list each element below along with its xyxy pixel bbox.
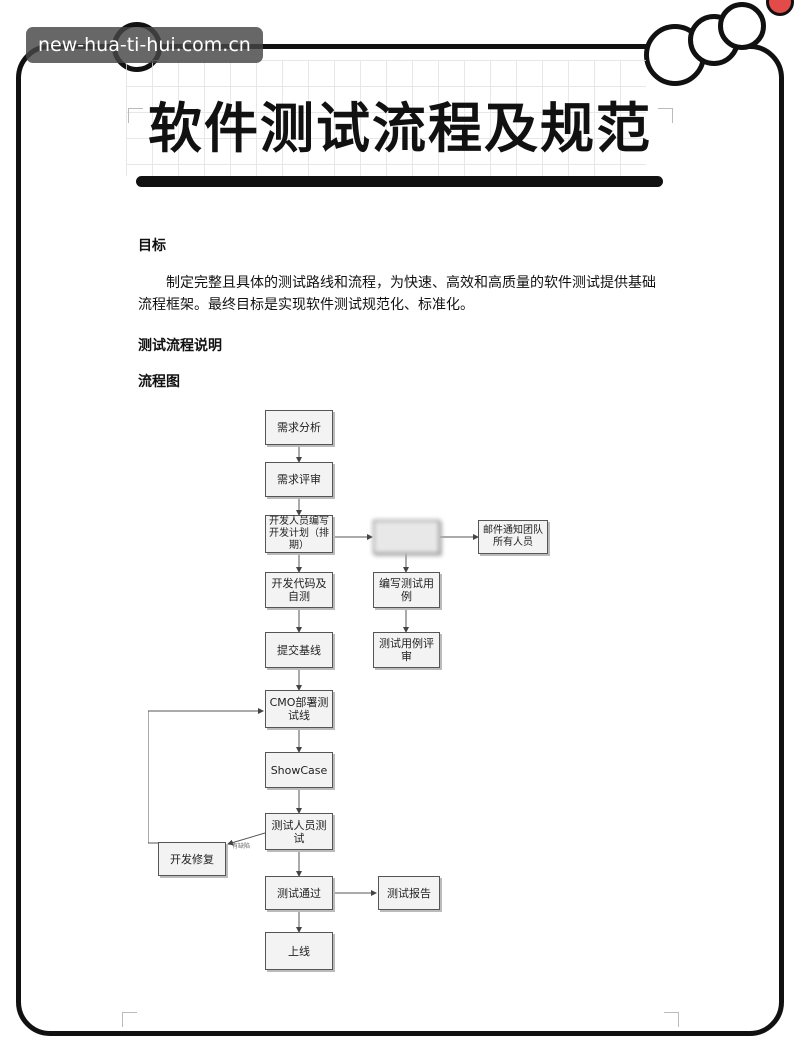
flowchart: 需求分析 需求评审 开发人员编写开发计划（排期） 开发代码及自测 提交基线 CM… [148,400,548,1000]
goal-heading: 目标 [138,238,166,254]
flow-box-email-notify: 邮件通知团队所有人员 [478,520,548,554]
decoration-circle-right-3 [718,2,766,50]
flow-box-write-test-cases: 编写测试用例 [373,572,440,608]
flow-box-requirement-analysis: 需求分析 [265,410,333,445]
flowchart-connectors [148,445,478,933]
flow-box-showcase: ShowCase [265,752,333,788]
flow-box-blurred [373,520,440,554]
flow-box-go-live: 上线 [265,932,333,970]
flow-box-test-report: 测试报告 [378,876,440,910]
flow-box-tester-test: 测试人员测试 [265,813,333,850]
process-heading: 测试流程说明 [138,338,222,354]
title-underline [136,176,663,187]
flow-box-requirement-review: 需求评审 [265,462,333,497]
corner-mark-bottom-right [664,1012,679,1027]
flow-box-test-passed: 测试通过 [265,876,333,910]
fix-edge-label: 有缺陷 [232,843,251,850]
flow-box-dev-code: 开发代码及自测 [265,572,333,608]
title-grid-background [126,60,646,176]
goal-text: 制定完整且具体的测试路线和流程，为快速、高效和高质量的软件测试提供基础流程框架。… [138,275,656,313]
flow-box-dev-fix: 开发修复 [158,842,226,876]
flow-box-test-case-review: 测试用例评审 [373,632,440,668]
document-body: 目标 制定完整且具体的测试路线和流程，为快速、高效和高质量的软件测试提供基础流程… [138,234,668,394]
decoration-heart [766,0,794,16]
corner-mark-bottom-left [122,1012,137,1027]
corner-mark-top-left [128,108,143,123]
flow-box-submit-baseline: 提交基线 [265,632,333,668]
flow-heading: 流程图 [138,374,180,390]
page-title: 软件测试流程及规范 [148,97,652,160]
corner-mark-top-right [658,108,673,123]
watermark: new-hua-ti-hui.com.cn [26,27,263,63]
flow-box-dev-plan: 开发人员编写开发计划（排期） [265,515,333,553]
flow-box-cmo-deploy: CMO部署测试线 [265,690,333,728]
